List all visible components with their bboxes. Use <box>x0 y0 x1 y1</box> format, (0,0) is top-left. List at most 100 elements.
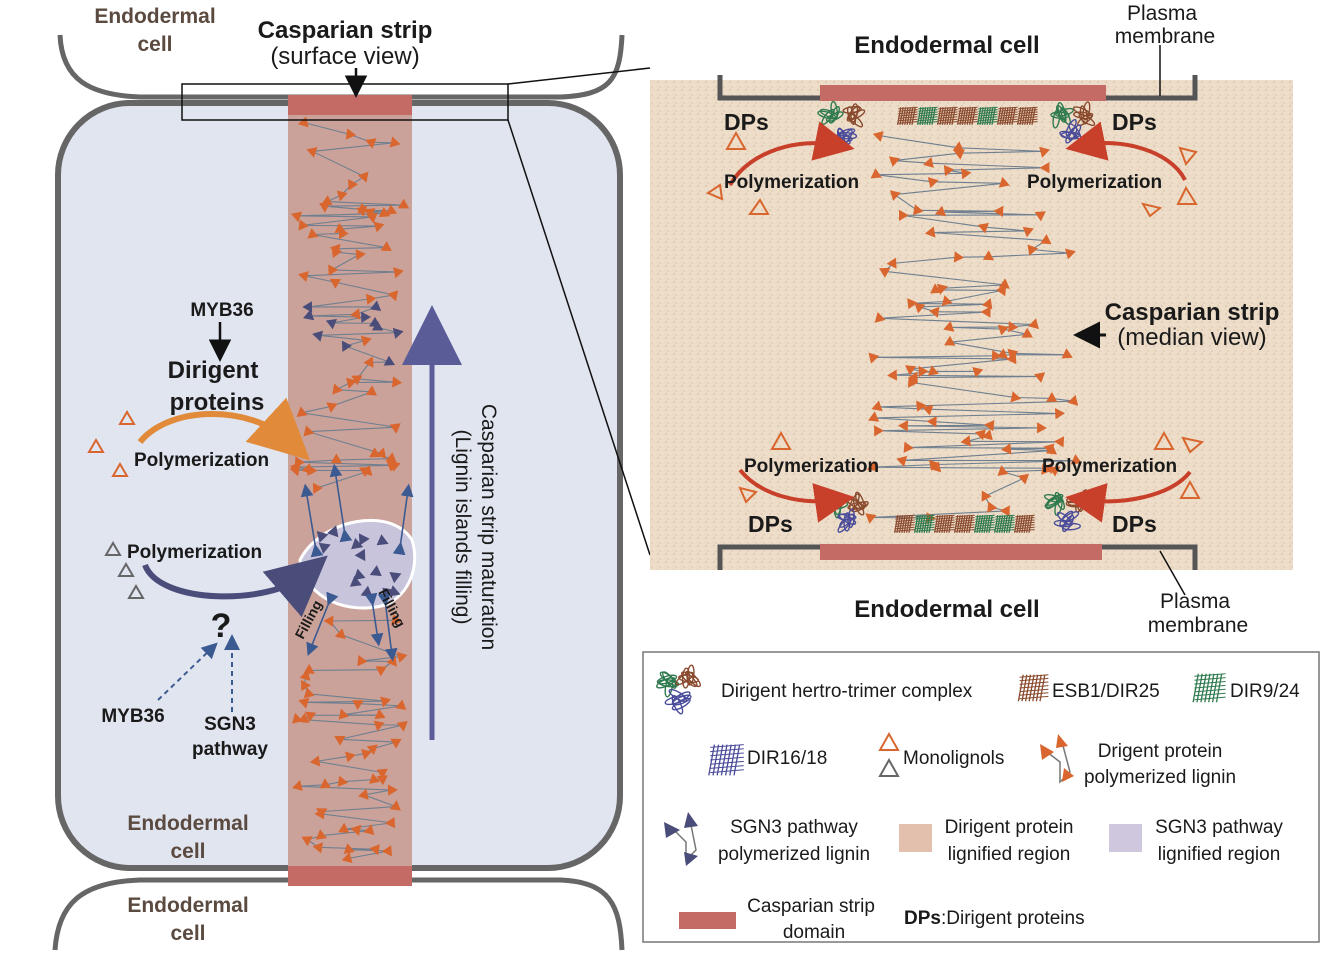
plasma-top-label-1: Plasma <box>1127 2 1197 25</box>
myb36-top-label: MYB36 <box>190 300 253 321</box>
monolignol <box>913 204 924 216</box>
monolignol <box>389 136 401 148</box>
legend-dp-lignin-icon <box>1040 734 1074 784</box>
monolignol <box>326 402 338 413</box>
monolignol <box>298 219 309 231</box>
monolignol <box>314 808 325 820</box>
monolignol <box>930 283 942 294</box>
poly-tr: Polymerization <box>1027 172 1162 193</box>
monolignol <box>298 271 309 282</box>
monolignol <box>887 369 897 381</box>
monolignol <box>1034 372 1046 383</box>
monolignol <box>1055 408 1065 420</box>
sgn3-monolignol <box>371 320 384 331</box>
monolignol <box>356 205 368 217</box>
monolignol <box>369 844 380 856</box>
monolignol <box>369 447 381 458</box>
poly-arrow-br <box>1065 470 1192 523</box>
monolignol <box>981 490 992 502</box>
monolignol <box>886 257 897 269</box>
monolignol <box>943 165 955 177</box>
sgn3-monolignol <box>392 327 404 339</box>
legend-complex-text: Dirigent hertro-trimer complex <box>721 681 973 702</box>
monolignol <box>907 371 918 384</box>
monolignol <box>916 400 927 412</box>
legend-sgn3-region-swatch <box>1109 824 1142 852</box>
monolignol <box>301 679 311 692</box>
monolignol <box>923 157 934 168</box>
legend-dp-region-text-2: lignified region <box>948 844 1071 865</box>
monolignol <box>389 800 401 811</box>
myb36-dashed-arrow <box>157 642 218 701</box>
legend-cs-domain-text-2: domain <box>783 922 845 943</box>
monolignol <box>301 836 313 847</box>
monolignol <box>868 411 880 422</box>
legend-complex-icon <box>656 664 701 715</box>
monolignol <box>312 842 323 854</box>
monolignol <box>987 501 998 513</box>
monolignol <box>376 775 388 786</box>
monolignol <box>943 321 955 332</box>
monolignol <box>872 131 884 142</box>
monolignol <box>381 845 392 857</box>
monolignol <box>991 350 1002 362</box>
monolignol <box>390 738 402 749</box>
monolignol <box>385 817 396 829</box>
sgn3-monolignol <box>349 575 362 587</box>
monolignol <box>953 251 964 263</box>
monolignol <box>1006 353 1017 365</box>
monolignol <box>303 663 315 674</box>
monolignol <box>898 420 908 432</box>
monolignol <box>997 465 1009 476</box>
monolignol <box>1040 234 1052 245</box>
monolignol <box>385 452 397 463</box>
right-top-cell-label: Endodermal cell <box>854 32 1039 59</box>
monolignol <box>303 687 315 699</box>
monolignol <box>337 775 349 787</box>
monolignol <box>380 241 392 251</box>
monolignol <box>930 461 942 473</box>
sgn3-monolignol <box>361 311 371 323</box>
question-mark: ? <box>211 607 232 645</box>
monolignol <box>396 651 408 663</box>
monolignol <box>922 404 934 416</box>
sgn3-monolignol <box>303 309 315 321</box>
monolignol <box>998 278 1010 289</box>
lignin-network-right <box>865 131 1082 524</box>
monolignol <box>961 168 972 180</box>
monolignol <box>345 751 356 763</box>
monolignol <box>360 335 372 347</box>
inner-cell-label-1: Endodermal <box>127 812 248 835</box>
monolignol <box>393 267 404 279</box>
sgn3-monolignol <box>383 355 395 366</box>
monolignol <box>365 385 377 396</box>
top-cell-label-1: Endodermal <box>94 5 215 28</box>
legend-dp-region-text-1: Dirigent protein <box>945 817 1074 838</box>
legend-dir1618-text: DIR16/18 <box>747 748 827 769</box>
strip-subtitle: (surface view) <box>270 43 419 70</box>
cs-domain-bottom <box>820 544 1102 560</box>
sgn3-monolignol <box>351 537 364 550</box>
monolignol <box>1039 146 1050 158</box>
maturation-label-1: Casparian strip maturation <box>477 404 500 650</box>
monolignol <box>944 335 956 346</box>
monolignol <box>1008 321 1019 333</box>
monolignol <box>952 141 964 152</box>
monolignol <box>1049 466 1061 477</box>
monolignol <box>1061 348 1073 359</box>
monolignol <box>389 461 401 472</box>
monolignol <box>934 205 946 217</box>
monolignol <box>350 824 362 836</box>
monolignol <box>972 367 984 378</box>
top-neighbor-cell <box>57 34 625 100</box>
legend-monolignol-gray <box>878 757 900 777</box>
monolignol <box>982 250 994 261</box>
monolignol <box>941 295 953 306</box>
monolignol <box>380 696 391 708</box>
poly-tl: Polymerization <box>724 172 859 193</box>
monolignol <box>298 697 310 709</box>
sgn3-monolignol <box>354 549 366 562</box>
sgn3-monolignol <box>353 568 366 581</box>
monolignol <box>361 749 372 760</box>
monolignol <box>331 246 342 259</box>
